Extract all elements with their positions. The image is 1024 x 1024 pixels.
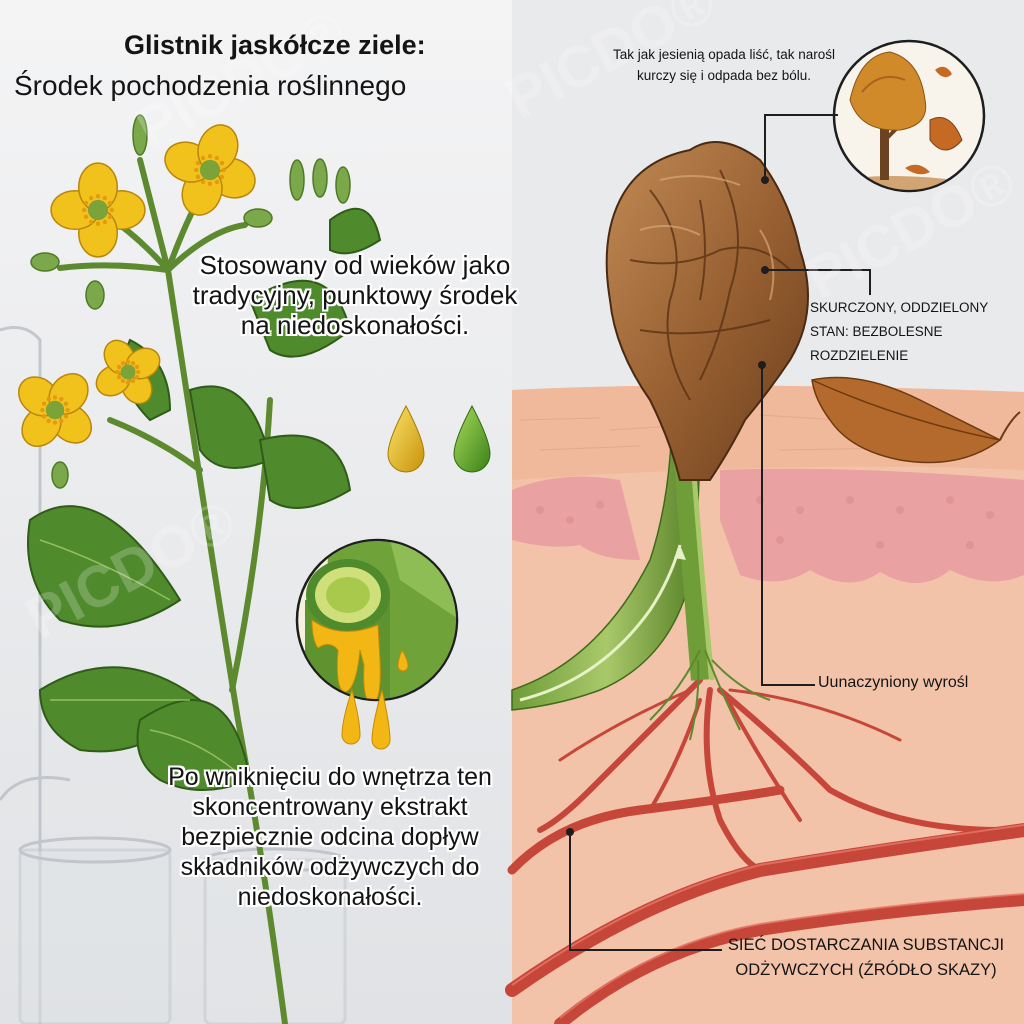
vascular-growth-label: Uunaczyniony wyrośl (818, 674, 969, 691)
flower (17, 372, 93, 448)
flowers (17, 124, 256, 448)
page-title: Glistnik jaskółcze ziele: (124, 30, 426, 60)
shriveled-state-label: SKURCZONY, ODDZIELONY STAN: BEZBOLESNE R… (810, 300, 989, 363)
growth-stalk (511, 419, 771, 741)
stem-cross-section (295, 538, 459, 702)
leader-lines (569, 114, 871, 951)
flower (164, 124, 256, 216)
nutrient-network-label: SIEĆ DOSTARCZANIA SUBSTANCJI ODŻYWCZYCH … (727, 936, 1005, 979)
page-subtitle: Środek pochodzenia roślinnego (14, 70, 407, 101)
shriveled-growth (605, 141, 809, 481)
autumn-leaf-icon (811, 376, 1021, 464)
autumn-quote: Tak jak jesienią opada liść, tak narośl … (612, 47, 836, 83)
autumn-tree-inset (832, 39, 986, 193)
green-drop-icon (453, 404, 491, 473)
tradition-claim: Stosowany od wieków jako tradycyjny, pun… (192, 250, 518, 340)
sap-drips (341, 648, 409, 750)
yellow-drop-icon (387, 404, 425, 473)
celandine-plant (27, 114, 382, 1024)
mechanism-description: Po wniknięciu do wnętrza ten skoncentrow… (168, 763, 492, 911)
flower (50, 162, 146, 258)
flower (95, 339, 161, 405)
